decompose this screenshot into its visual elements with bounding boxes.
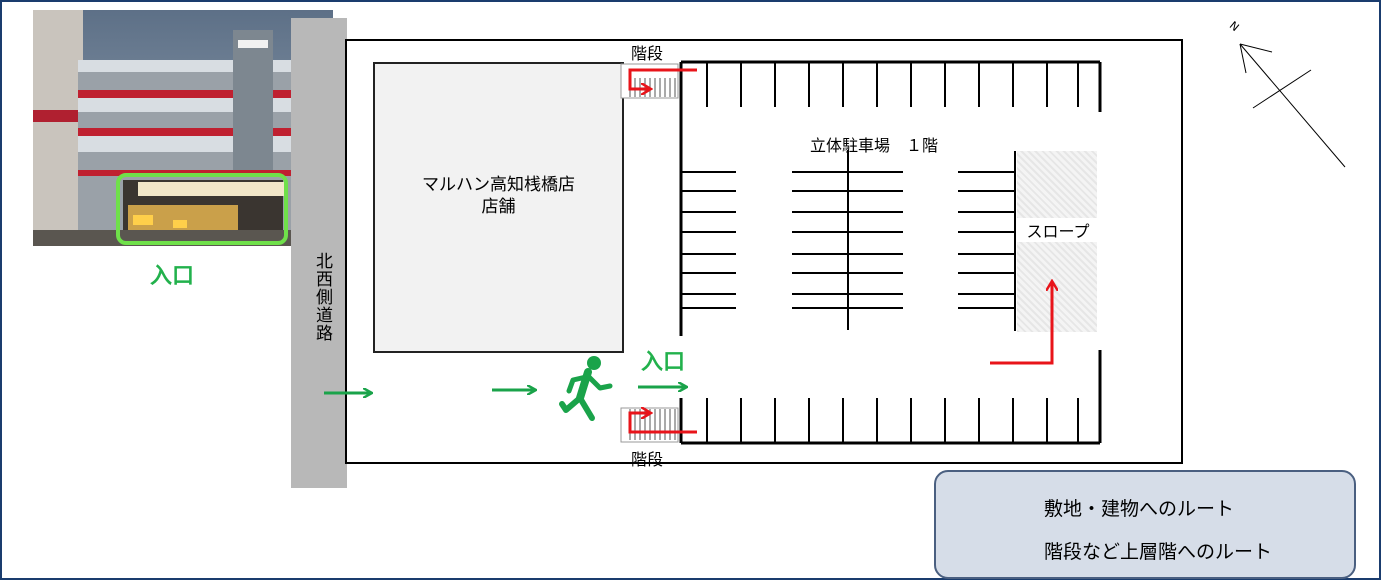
parking-structure-photo <box>33 10 333 246</box>
parking-entrance-label: 入口 <box>641 350 686 375</box>
legend-site-route-label: 敷地・建物へのルート <box>1044 498 1235 520</box>
legend-upper-floor-route-label: 階段など上層階へのルート <box>1044 541 1273 563</box>
top-stairs-route <box>628 68 697 89</box>
store-building <box>373 62 624 353</box>
bottom-stairs-route <box>628 413 697 434</box>
top-parking-stalls <box>706 62 1079 107</box>
left-stall-column <box>681 171 736 309</box>
route-legend <box>934 470 1356 579</box>
running-person-icon <box>559 356 613 421</box>
site-route-arrows <box>324 387 686 393</box>
parking-structure <box>679 60 1102 445</box>
stairs-label-top: 階段 <box>631 44 664 63</box>
north-arrow-icon <box>1239 43 1346 168</box>
northwest-road <box>291 18 347 488</box>
slope-route <box>990 282 1052 365</box>
photo-entrance-label: 入口 <box>150 264 195 289</box>
right-stall-column <box>958 151 1016 331</box>
slope-label: スロープ <box>1017 218 1099 242</box>
road-label: 北西側道路 <box>312 252 332 342</box>
parking-floor-label: 立体駐車場 １階 <box>810 136 939 155</box>
stairs-label-bottom: 階段 <box>631 450 664 469</box>
store-type: 店舗 <box>481 197 516 217</box>
store-label: マルハン高知桟橋店 店舗 <box>373 174 624 218</box>
store-name: マルハン高知桟橋店 <box>422 175 575 195</box>
bottom-parking-stalls <box>706 398 1079 443</box>
center-stall-rows <box>792 150 903 330</box>
